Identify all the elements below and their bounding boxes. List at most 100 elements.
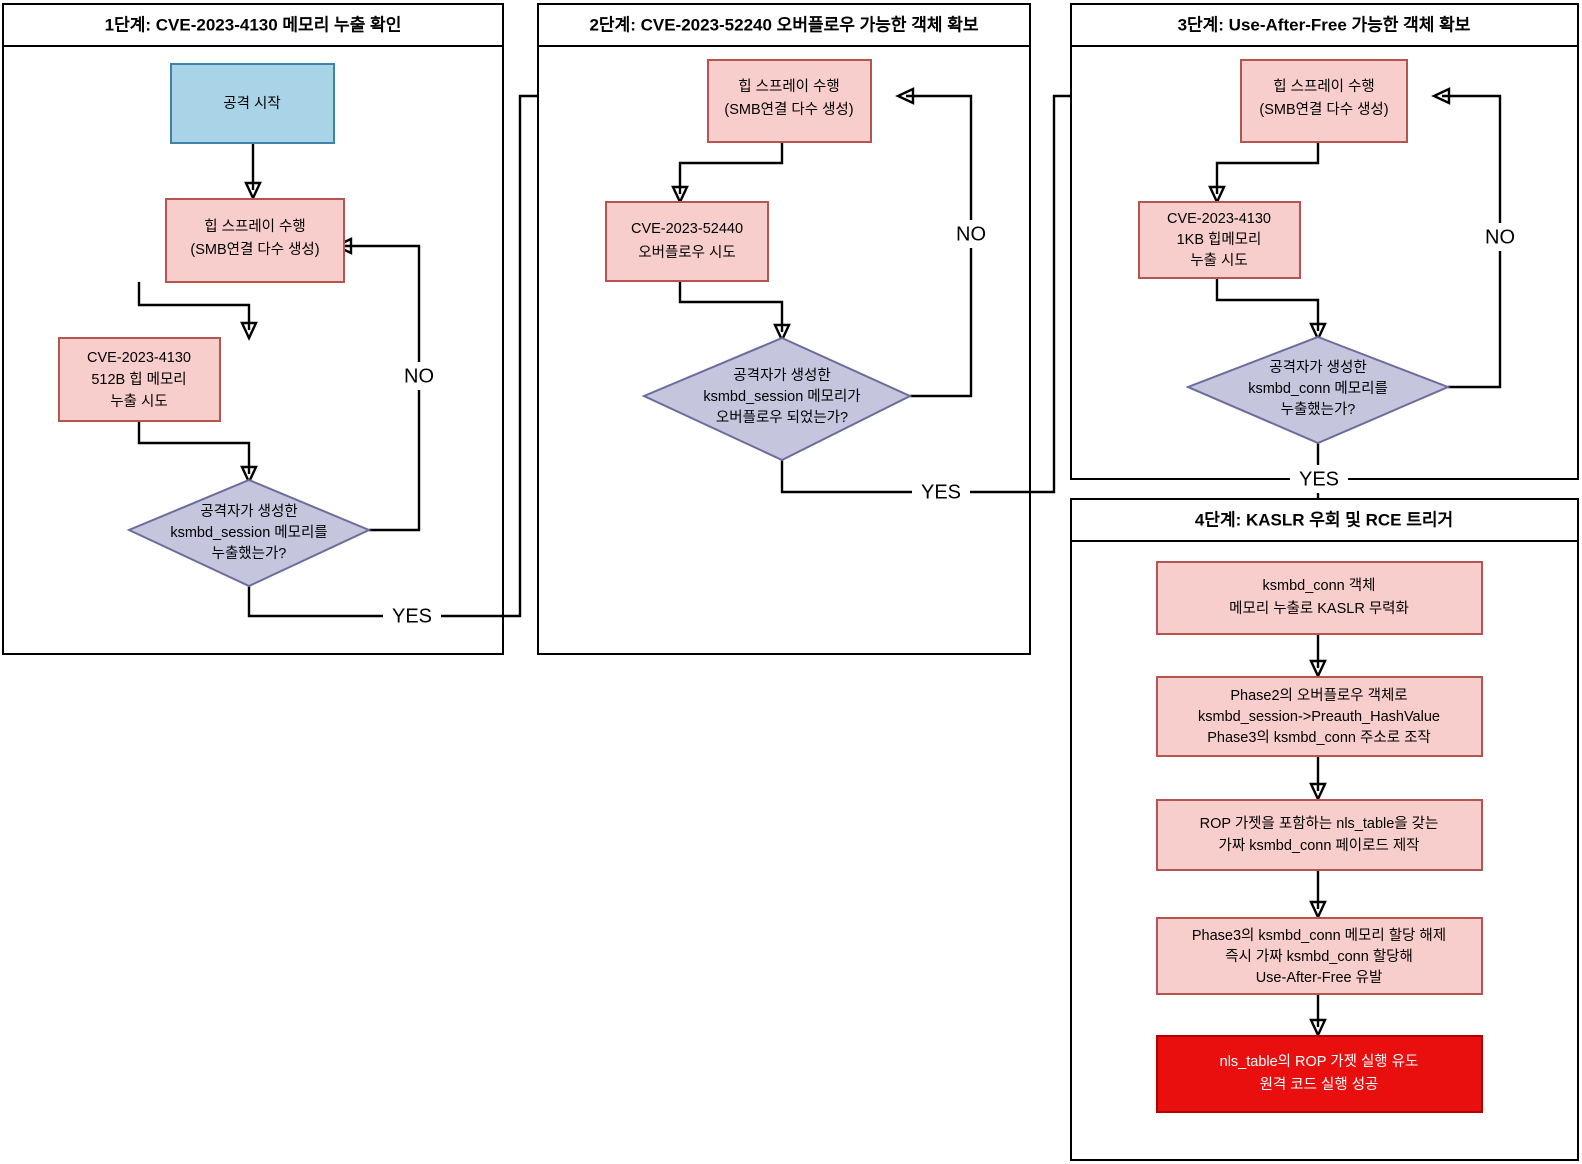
node-p3-leak-line-0: CVE-2023-4130 [1167,211,1271,227]
arrowhead-p3-spray-to-leak [1208,185,1226,205]
edge-label-p3-yes-bg [1290,465,1348,493]
arrowhead-p1-start-to-spray [244,181,262,201]
node-p1-spray-line-1: (SMB연결 다수 생성) [190,241,319,258]
arrowhead-p3-no-loop [1431,87,1451,105]
node-p4-uaf-line-1: 즉시 가짜 ksmbd_conn 할당해 [1225,948,1413,965]
node-p2-decision-line-1: ksmbd_session 메모리가 [703,388,860,405]
edge-label-p1-yes-bg [383,602,441,630]
node-p3-decision-line-1: ksmbd_conn 메모리를 [1248,380,1388,397]
node-p4-rce-line-0: nls_table의 ROP 가젯 실행 유도 [1220,1053,1419,1070]
node-p2-spray[interactable]: 힙 스프레이 수행 (SMB연결 다수 생성) [707,59,872,143]
node-p1-decision-line-0: 공격자가 생성한 [200,503,297,520]
node-p3-leak-shape[interactable] [1138,201,1301,279]
node-p2-spray-shape[interactable] [707,59,872,143]
node-p4-uaf-line-0: Phase3의 ksmbd_conn 메모리 할당 해제 [1192,927,1446,944]
node-p4-rce[interactable]: nls_table의 ROP 가젯 실행 유도 원격 코드 실행 성공 [1156,1035,1483,1113]
node-p4-kaslr[interactable]: ksmbd_conn 객체 메모리 누출로 KASLR 무력화 [1156,561,1483,635]
node-p2-spray-line-0: 힙 스프레이 수행 [738,78,839,95]
node-p3-decision-line-0: 공격자가 생성한 [1269,359,1366,376]
node-p4-forge-line-2: Phase3의 ksmbd_conn 주소로 조작 [1207,729,1431,746]
edge-label-p1-yes: YES [392,605,432,627]
arrowhead-p2-spray-to-overflow [671,185,689,205]
arrowhead-p4-uaf-to-rce [1309,1018,1327,1038]
node-p2-overflow-shape[interactable] [605,201,769,282]
node-p2-overflow-line-1: 오버플로우 시도 [638,244,735,261]
panel-phase3-title: 3단계: Use-After-Free 가능한 객체 확보 [1178,15,1471,34]
node-p4-forge[interactable]: Phase2의 오버플로우 객체로 ksmbd_session->Preauth… [1156,676,1483,757]
edge-label-p1-no: NO [404,365,434,387]
arrowhead-p4-kaslr-to-forge [1309,659,1327,679]
node-p1-decision[interactable]: 공격자가 생성한 ksmbd_session 메모리를 누출했는가? [126,478,372,588]
edge-label-p3-yes: YES [1299,468,1339,490]
node-p4-rop[interactable]: ROP 가젯을 포함하는 nls_table을 갖는 가짜 ksmbd_conn… [1156,799,1483,871]
node-p3-spray[interactable]: 힙 스프레이 수행 (SMB연결 다수 생성) [1240,59,1408,143]
node-p1-spray-shape[interactable] [165,198,345,283]
node-p1-decision-line-1: ksmbd_session 메모리를 [170,524,327,541]
arrowhead-p3-leak-to-decision [1309,322,1327,342]
edge-p3-spray-to-leak [1215,142,1320,194]
edge-label-p2-no: NO [956,223,986,245]
arrowhead-p2-overflow-to-decision [773,323,791,343]
edges-phase1: NO YES [137,87,711,630]
node-p3-spray-line-1: (SMB연결 다수 생성) [1259,101,1388,118]
edge-label-p2-no-bg [946,220,996,248]
node-p4-rop-line-0: ROP 가젯을 포함하는 nls_table을 갖는 [1200,815,1439,832]
edge-label-p2-yes-bg [912,478,970,506]
node-p3-spray-line-0: 힙 스프레이 수행 [1273,78,1374,95]
arrowhead-p2-no-loop [895,87,915,105]
arrowhead-p4-forge-to-rop [1309,782,1327,802]
node-p4-forge-line-1: ksmbd_session->Preauth_HashValue [1198,709,1440,725]
panel-phase4-title: 4단계: KASLR 우회 및 RCE 트리거 [1195,510,1453,529]
node-p3-spray-shape[interactable] [1240,59,1408,143]
node-p1-leak-line-0: CVE-2023-4130 [87,350,191,366]
node-p1-start[interactable]: 공격 시작 [170,63,335,144]
edge-label-p1-no-bg [394,362,444,390]
edge-p1-leak-to-decision [137,421,251,474]
node-p2-overflow[interactable]: CVE-2023-52440 오버플로우 시도 [605,201,769,282]
arrowhead-p1-spray-to-leak [240,321,258,341]
node-p2-decision-line-2: 오버플로우 되었는가? [716,409,848,426]
node-p2-decision-shape[interactable] [641,336,913,462]
node-p4-rop-shape[interactable] [1156,799,1483,871]
node-p4-kaslr-line-0: ksmbd_conn 객체 [1263,577,1376,594]
node-p4-uaf-line-2: Use-After-Free 유발 [1256,969,1383,986]
node-p4-kaslr-shape[interactable] [1156,561,1483,635]
node-p2-decision[interactable]: 공격자가 생성한 ksmbd_session 메모리가 오버플로우 되었는가? [641,336,913,462]
node-p1-leak-shape[interactable] [58,337,221,422]
node-p4-uaf-shape[interactable] [1156,917,1483,995]
node-p3-leak-line-2: 누출 시도 [1190,252,1247,269]
node-p4-forge-line-0: Phase2의 오버플로우 객체로 [1230,687,1407,704]
node-p4-forge-shape[interactable] [1156,676,1483,757]
node-p1-start-shape[interactable] [170,63,335,144]
edge-p2-overflow-to-decision [678,281,784,332]
arrowhead-p4-rop-to-uaf [1309,900,1327,920]
node-p4-rce-shape[interactable] [1156,1035,1483,1113]
edge-p1-spray-to-leak [137,282,251,330]
node-p4-uaf[interactable]: Phase3의 ksmbd_conn 메모리 할당 해제 즉시 가짜 ksmbd… [1156,917,1483,995]
edge-label-p3-no: NO [1485,226,1515,248]
edge-p2-spray-to-overflow [678,142,784,194]
node-p4-kaslr-line-1: 메모리 누출로 KASLR 무력화 [1229,600,1409,617]
node-p2-spray-line-1: (SMB연결 다수 생성) [724,101,853,118]
node-p3-decision[interactable]: 공격자가 생성한 ksmbd_conn 메모리를 누출했는가? [1185,335,1451,445]
node-p1-start-line-0: 공격 시작 [223,95,280,112]
edge-p3-leak-to-decision [1215,278,1320,331]
node-p1-leak[interactable]: CVE-2023-4130 512B 힙 메모리 누출 시도 [58,337,221,422]
edges-phase3: NO YES [1208,87,1525,566]
edges-phase4 [1309,634,1327,1038]
node-p4-rop-line-1: 가짜 ksmbd_conn 페이로드 제작 [1218,837,1419,854]
arrowhead-p1-leak-to-decision [240,465,258,485]
edge-label-p2-yes: YES [921,481,961,503]
node-p1-spray-line-0: 힙 스프레이 수행 [204,218,305,235]
node-p1-spray[interactable]: 힙 스프레이 수행 (SMB연결 다수 생성) [165,198,345,283]
node-p1-decision-line-2: 누출했는가? [212,545,287,562]
node-p4-rce-line-1: 원격 코드 실행 성공 [1260,1076,1379,1093]
node-p2-overflow-line-0: CVE-2023-52440 [631,221,743,237]
node-p1-leak-line-2: 누출 시도 [110,393,167,410]
node-p3-decision-line-2: 누출했는가? [1281,401,1356,418]
node-p3-leak[interactable]: CVE-2023-4130 1KB 힙메모리 누출 시도 [1138,201,1301,279]
node-p3-decision-shape[interactable] [1185,335,1451,445]
node-p1-decision-shape[interactable] [126,478,372,588]
